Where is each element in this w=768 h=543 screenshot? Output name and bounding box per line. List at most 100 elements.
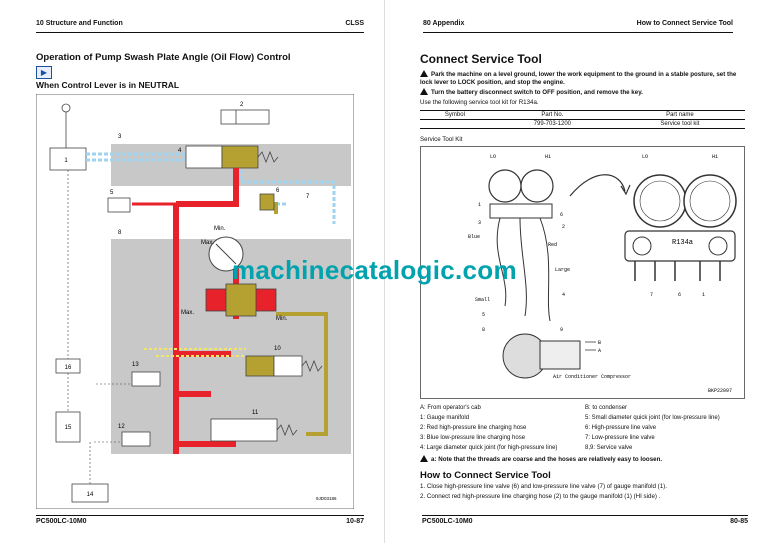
left-footer-model: PC500LC-10M0 — [36, 518, 87, 525]
diagram-label-15: 15 — [65, 425, 72, 431]
kit-label-r134a: R134a — [672, 239, 693, 247]
caution-icon — [420, 455, 428, 462]
hydraulic-circuit-diagram: 3 8 1 2 4 5 6 — [36, 94, 354, 509]
diagram-label-3: 3 — [118, 134, 122, 140]
kit-label-hi-right: Hi — [712, 154, 718, 160]
kit-label-a: A — [598, 348, 601, 354]
kit-label-4: 4 — [562, 292, 565, 298]
table-row: 799-703-1200 Service tool kit — [420, 119, 745, 129]
kit-label-large: Large — [555, 267, 570, 273]
diagram-label-max-mid: Max. — [181, 310, 194, 316]
caution-note: a: Note that the threads are coarse and … — [420, 455, 662, 463]
howto-steps: 1. Close high-pressure line valve (6) an… — [420, 483, 667, 503]
table-header-symbol: Symbol — [420, 110, 490, 120]
kit-caption: Service Tool Kit — [420, 136, 463, 143]
kit-label-small: Small — [475, 297, 490, 303]
kit-label-lo-right: LO — [642, 154, 648, 160]
diagram-label-2: 2 — [240, 102, 244, 108]
right-footer-model: PC500LC-10M0 — [422, 518, 473, 525]
right-header-section: 80 Appendix — [423, 20, 465, 27]
diagram-label-1: 1 — [64, 158, 68, 164]
diagram-label-16: 16 — [65, 365, 72, 371]
kit-legend: A: From operator's cab B: to condenser 1:… — [420, 405, 745, 455]
legend-item: 6: High-pressure line valve — [585, 425, 657, 431]
right-footer-page-number: 80-85 — [730, 518, 748, 525]
warning-battery-text: Turn the battery disconnect switch to OF… — [431, 89, 643, 96]
warning-park: Park the machine on a level ground, lowe… — [420, 70, 750, 87]
left-footer-page-number: 10-87 — [346, 518, 364, 525]
kit-label-lo-left: LO — [490, 154, 496, 160]
kit-label-2: 2 — [562, 224, 565, 230]
legend-row: A: From operator's cab B: to condenser — [420, 405, 745, 415]
diagram-label-12: 12 — [118, 424, 125, 430]
legend-item: 3: Blue low-pressure line charging hose — [420, 435, 526, 441]
service-tool-table: Symbol Part No. Part name 799-703-1200 S… — [420, 110, 745, 129]
diagram-label-min-top: Min. — [214, 226, 226, 232]
kit-label-8: 8 — [482, 327, 485, 333]
legend-item: 7: Low-pressure line valve — [585, 435, 655, 441]
table-cell-symbol — [420, 119, 490, 129]
diagram-label-7: 7 — [306, 194, 310, 200]
legend-item: 4: Large diameter quick joint (for high-… — [420, 445, 558, 451]
legend-row: 2: Red high-pressure line charging hose 6… — [420, 425, 745, 435]
kit-label-blue: Blue — [468, 234, 480, 240]
left-footer: PC500LC-10M0 10-87 — [36, 515, 364, 525]
watermark: machinecatalogic.com — [232, 255, 517, 285]
kit-label-5: 5 — [482, 312, 485, 318]
kit-label-6-right: 6 — [678, 292, 681, 298]
play-icon[interactable]: ▶ — [36, 66, 52, 79]
kit-label-b: B — [598, 340, 601, 346]
instruction-text: Use the following service tool kit for R… — [420, 99, 539, 106]
left-page: 10 Structure and Function CLSS Operation… — [36, 20, 364, 525]
legend-row: 3: Blue low-pressure line charging hose 7… — [420, 435, 745, 445]
table-header-part-no: Part No. — [489, 110, 615, 120]
kit-label-6: 6 — [560, 212, 563, 218]
diagram-label-4: 4 — [178, 148, 182, 154]
step-item: 2. Connect red high-pressure line chargi… — [420, 493, 661, 500]
legend-row: 1: Gauge manifold 5: Small diameter quick… — [420, 415, 745, 425]
warning-battery: Turn the battery disconnect switch to OF… — [420, 88, 750, 97]
right-header-topic: How to Connect Service Tool — [636, 20, 733, 27]
legend-item: 1: Gauge manifold — [420, 415, 470, 421]
diagram-label-6: 6 — [276, 188, 280, 194]
diagram-label-11: 11 — [252, 410, 259, 416]
kit-label-code: BKP22097 — [708, 388, 732, 394]
legend-item: B: to condenser — [585, 405, 628, 411]
table-header-part-name: Part name — [614, 110, 745, 120]
left-page-subtitle: When Control Lever is in NEUTRAL — [36, 80, 180, 90]
legend-item: 5: Small diameter quick joint (for low-p… — [585, 415, 720, 421]
kit-label-compressor: Air Conditioner Compressor — [553, 374, 631, 380]
diagram-label-8: 8 — [118, 230, 122, 236]
kit-label-1: 1 — [478, 202, 481, 208]
warning-icon — [420, 88, 428, 95]
diagram-label-13: 13 — [132, 362, 139, 368]
legend-item: A: From operator's cab — [420, 405, 481, 411]
left-header-section: 10 Structure and Function — [36, 20, 123, 27]
caution-note-text: a: Note that the threads are coarse and … — [431, 456, 663, 463]
right-page-title: Connect Service Tool — [420, 52, 542, 66]
kit-label-1-right: 1 — [702, 292, 705, 298]
legend-row: 4: Large diameter quick joint (for high-… — [420, 445, 745, 455]
kit-label-3: 3 — [478, 220, 481, 226]
table-cell-part-name: Service tool kit — [614, 119, 745, 129]
diagram-label-max-top: Max. — [201, 240, 214, 246]
diagram-label-14: 14 — [87, 492, 94, 498]
howto-title: How to Connect Service Tool — [420, 470, 551, 481]
left-header: 10 Structure and Function CLSS — [36, 20, 364, 33]
warning-park-text: Park the machine on a level ground, lowe… — [420, 71, 737, 86]
diagram-label-10: 10 — [274, 346, 281, 352]
left-header-topic: CLSS — [345, 20, 364, 27]
right-header: 80 Appendix How to Connect Service Tool — [423, 20, 733, 33]
right-footer: PC500LC-10M0 80-85 — [422, 515, 748, 525]
kit-label-9: 9 — [560, 327, 563, 333]
table-cell-part-no: 799-703-1200 — [489, 119, 615, 129]
legend-item: 8,9: Service valve — [585, 445, 633, 451]
diagram-label-min-mid: Min. — [276, 316, 288, 322]
service-tool-kit-illustration: LO Hi Blue Red Small Large Air Condition… — [420, 146, 745, 399]
kit-label-7: 7 — [650, 292, 653, 298]
legend-item: 2: Red high-pressure line charging hose — [420, 425, 527, 431]
step-item: 1. Close high-pressure line valve (6) an… — [420, 483, 667, 490]
diagram-label-5: 5 — [110, 190, 114, 196]
kit-label-hi-left: Hi — [545, 154, 551, 160]
left-page-title: Operation of Pump Swash Plate Angle (Oil… — [36, 52, 291, 63]
